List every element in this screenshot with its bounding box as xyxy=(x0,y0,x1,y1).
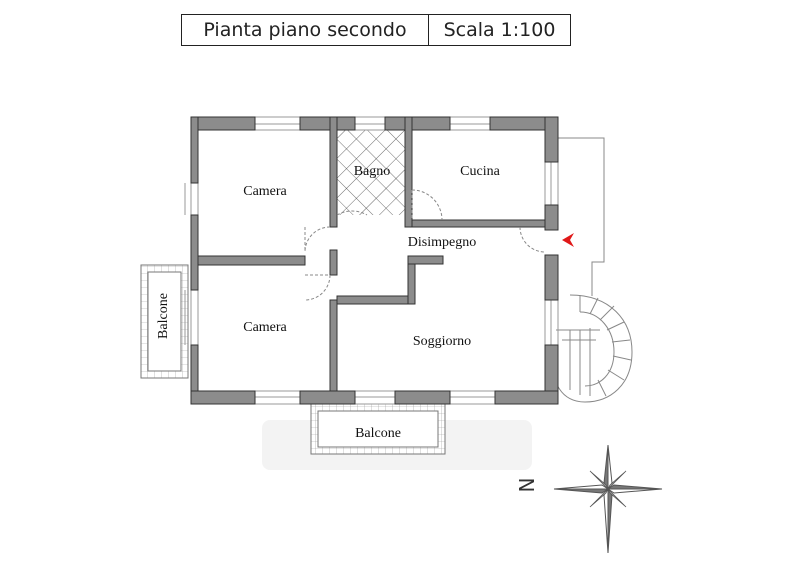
room-label-cucina: Cucina xyxy=(460,164,500,179)
compass-north-letter: N xyxy=(515,478,539,493)
staircase xyxy=(551,137,633,403)
entry-arrow-icon xyxy=(562,233,574,247)
room-label-balcone-bottom: Balcone xyxy=(355,426,401,441)
room-label-bagno: Bagno xyxy=(354,164,391,179)
door-swings xyxy=(304,189,546,301)
room-label-balcone-left: Balcone xyxy=(156,293,171,339)
room-label-camera-top: Camera xyxy=(243,184,287,199)
bathroom-tiles xyxy=(337,130,405,215)
room-label-camera-bottom: Camera xyxy=(243,320,287,335)
plan-title: Pianta piano secondo xyxy=(182,15,429,45)
title-block: Pianta piano secondo Scala 1:100 xyxy=(181,14,571,46)
balcony-bottom xyxy=(310,403,446,455)
balcony-left xyxy=(140,264,189,379)
scale-label: Scala 1:100 xyxy=(443,19,556,41)
room-label-soggiorno: Soggiorno xyxy=(413,334,471,349)
room-label-disimpegno: Disimpegno xyxy=(408,235,476,250)
walls xyxy=(190,116,559,405)
compass-rose-icon xyxy=(553,444,663,554)
window-openings xyxy=(184,116,559,405)
